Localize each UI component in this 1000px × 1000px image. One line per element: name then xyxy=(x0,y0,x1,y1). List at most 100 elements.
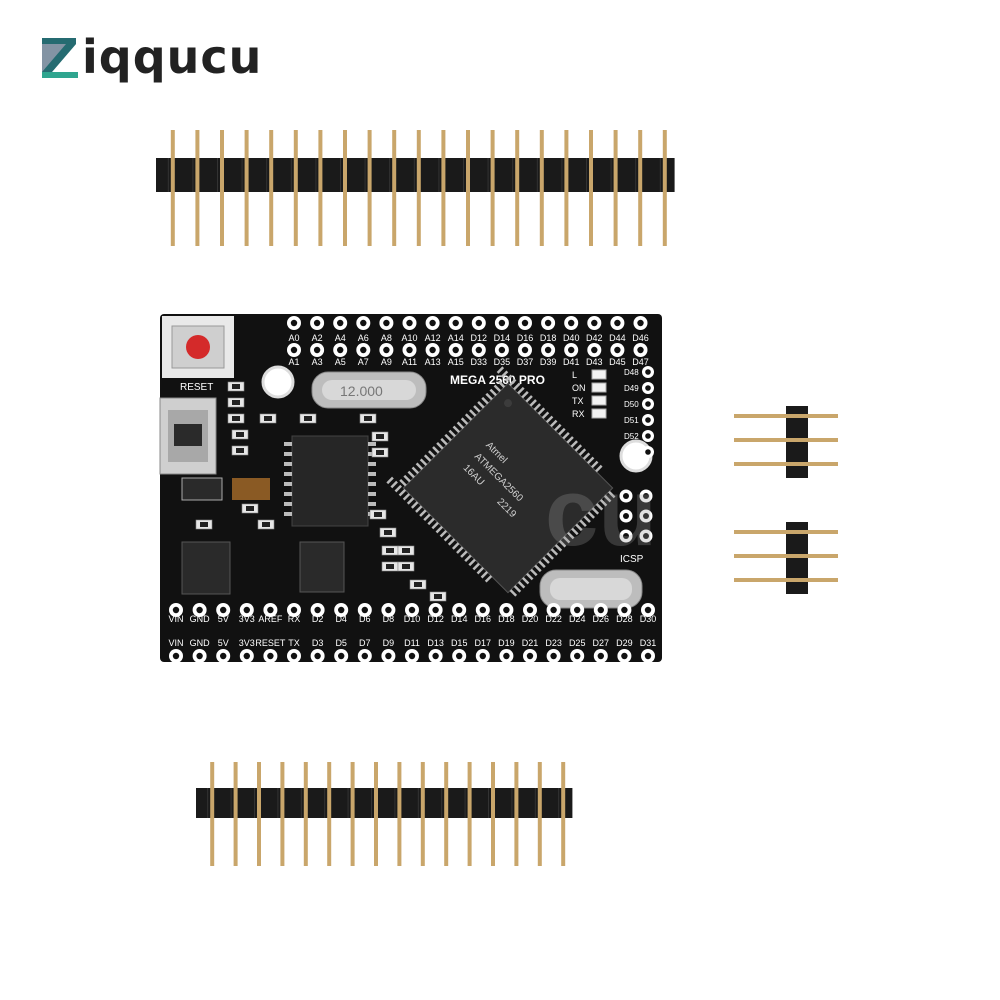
short-header-pin xyxy=(537,762,542,866)
pin-label: D30 xyxy=(640,614,657,624)
pin-label: GND xyxy=(190,638,211,648)
long-header-pin xyxy=(416,130,421,246)
pin-label: D20 xyxy=(522,614,539,624)
pin-label: A12 xyxy=(425,333,441,343)
long-header-pin xyxy=(318,130,323,246)
long-header-pin xyxy=(392,130,397,246)
pin-label: D8 xyxy=(383,614,395,624)
logo-text: iqqucu xyxy=(82,30,263,84)
pin-label: D18 xyxy=(498,614,515,624)
pin-label: A3 xyxy=(312,357,323,367)
long-header-pin xyxy=(195,130,200,246)
pin-label: D47 xyxy=(632,357,649,367)
pin-label: D45 xyxy=(609,357,626,367)
long-header-pin xyxy=(490,130,495,246)
pin-label: A8 xyxy=(381,333,392,343)
pin-label: D40 xyxy=(563,333,580,343)
led xyxy=(591,382,607,393)
pin-label: D39 xyxy=(540,357,557,367)
pin-label: D16 xyxy=(517,333,534,343)
long-header-pin xyxy=(269,130,274,246)
short-header-pin xyxy=(257,762,261,866)
small-header-1-pin xyxy=(734,414,838,418)
long-header-pin xyxy=(293,130,298,246)
pin-label: D33 xyxy=(471,357,488,367)
pin-label: D12 xyxy=(427,614,444,624)
pin-label: D18 xyxy=(540,333,557,343)
short-header-pin xyxy=(561,762,566,866)
pin-header-small-1 xyxy=(734,406,838,478)
long-header-pin xyxy=(466,130,470,246)
usb-serial-chip xyxy=(291,435,369,527)
pin-label: D25 xyxy=(569,638,586,648)
pin-label: D12 xyxy=(471,333,488,343)
long-header-pin xyxy=(441,130,446,246)
pin-label: D51 xyxy=(624,416,639,425)
long-header-pin xyxy=(662,130,667,246)
pin-label: D21 xyxy=(522,638,539,648)
pin-label: D35 xyxy=(494,357,511,367)
pin-label: D4 xyxy=(335,614,347,624)
small-header-2-pin xyxy=(734,530,838,534)
led-label: RX xyxy=(572,409,585,419)
pin-label: 3V3 xyxy=(239,614,255,624)
voltage-regulator-2 xyxy=(299,541,345,593)
pin-label: D9 xyxy=(383,638,395,648)
pin-label: A1 xyxy=(288,357,299,367)
led-label: TX xyxy=(572,396,584,406)
pin-label: D7 xyxy=(359,638,371,648)
pin-label: 5V xyxy=(218,614,229,624)
short-header-pin xyxy=(210,762,215,866)
pin-label: D27 xyxy=(593,638,610,648)
pin-label: D17 xyxy=(475,638,492,648)
long-header-pin xyxy=(367,130,372,246)
short-header-pin xyxy=(467,762,472,866)
reset-button xyxy=(186,335,210,359)
pin-label: D29 xyxy=(616,638,633,648)
long-header-pin xyxy=(244,130,249,246)
short-header-pin xyxy=(420,762,425,866)
long-header-pin xyxy=(220,130,224,246)
led-label: ON xyxy=(572,383,586,393)
long-header-pin xyxy=(343,130,347,246)
pin-label: A7 xyxy=(358,357,369,367)
mounting-hole xyxy=(261,365,295,399)
short-header-pin xyxy=(514,762,519,866)
small-header-1-pin xyxy=(734,438,838,442)
long-header-pin xyxy=(589,130,593,246)
long-header-pin xyxy=(564,130,569,246)
pin-label: D19 xyxy=(498,638,515,648)
pin-label: D48 xyxy=(624,368,639,377)
led xyxy=(591,408,607,419)
brand-logo: iqqucu xyxy=(40,34,262,80)
short-header-pin xyxy=(327,762,332,866)
pin-label: D13 xyxy=(427,638,444,648)
pin-label: TX xyxy=(288,638,300,648)
pin-label: D42 xyxy=(586,333,603,343)
logo-z-icon xyxy=(42,38,78,78)
crystal-label: 12.000 xyxy=(340,383,383,399)
short-header-pin xyxy=(397,762,402,866)
pin-label: A10 xyxy=(401,333,417,343)
pin-header-small-2 xyxy=(734,522,838,594)
pin-label: A11 xyxy=(402,357,417,367)
pin-label: A9 xyxy=(381,357,392,367)
short-header-pin xyxy=(303,762,308,866)
pin-label: 5V xyxy=(218,638,229,648)
pin-label: VIN xyxy=(168,614,183,624)
pin-label: D15 xyxy=(451,638,468,648)
small-header-2-pin xyxy=(734,554,838,558)
pin-label: D46 xyxy=(632,333,649,343)
pin-header-long xyxy=(156,130,675,246)
long-header-pin xyxy=(613,130,618,246)
pin-header-short xyxy=(196,762,573,866)
pin-label: D3 xyxy=(312,638,324,648)
pin-label: GND xyxy=(190,614,211,624)
pin-label: A5 xyxy=(335,357,346,367)
led xyxy=(591,395,607,406)
pin-label: D50 xyxy=(624,400,639,409)
pin-label: RESET xyxy=(255,638,286,648)
pin-label: AREF xyxy=(258,614,283,624)
pin-label: D52 xyxy=(624,432,639,441)
